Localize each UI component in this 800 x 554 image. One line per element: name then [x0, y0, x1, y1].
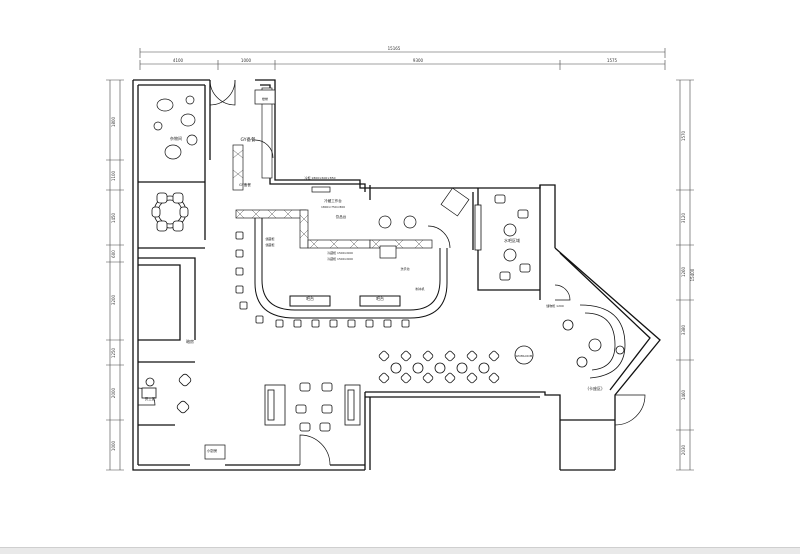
- dim-right-6: 2030: [681, 444, 686, 455]
- bar-appliances: [311, 186, 470, 259]
- dim-left-1: 1800: [111, 116, 116, 127]
- doors: [137, 79, 646, 466]
- dim-left-6: 1250: [111, 347, 116, 358]
- label-kitchen-small: 小厨房: [207, 448, 218, 453]
- dim-left-5: 3200: [111, 294, 116, 305]
- dim-right-total: 15400: [690, 268, 695, 281]
- storage-items: [153, 95, 198, 160]
- dim-left-2: 1100: [111, 170, 116, 181]
- dim-right-2: 3120: [681, 212, 686, 223]
- dim-left-7: 2000: [111, 387, 116, 398]
- logo-boxes: [204, 89, 276, 460]
- dim-left-8: 1000: [111, 440, 116, 451]
- label-bar-counter: 吧台: [306, 295, 314, 301]
- label-drinks-area: 水吧区域: [504, 237, 520, 243]
- dim-left-4: 600: [111, 250, 116, 258]
- dim-top-2: 1000: [241, 58, 252, 63]
- dimension-texts: 15165 4100 1000 9300 1575 1800 1100 1450…: [111, 46, 695, 455]
- dim-right-5: 1460: [681, 389, 686, 400]
- bottom-strip: [0, 547, 800, 554]
- label-storage: 杂物间: [170, 135, 182, 141]
- staff-tables: [141, 373, 192, 414]
- note-ice: 制冰机: [415, 286, 424, 291]
- logo-circle-center: WOMLOOM: [514, 345, 534, 365]
- dining-tables: [378, 350, 500, 384]
- dim-left-3: 1450: [111, 212, 116, 223]
- note-cabinet-a: 储藏柜: [265, 236, 274, 241]
- note-cabinet-b: 储藏柜: [265, 242, 274, 247]
- equipment-labels: 冷柜 1800×600×850 冷藏工作台 1800×750×800 冷藏柜 1…: [265, 175, 563, 308]
- note-sink: 洗手池: [400, 266, 409, 271]
- label-stair: 楼梯: [262, 96, 268, 101]
- label-drinks-prep: 饮品台: [336, 214, 347, 219]
- room-labels: 杂物间 GY备餐 GY备餐 饮品台 水吧区域 吧台 吧台 暗房 员工区 小厨房 …: [145, 96, 603, 453]
- booth-area: [474, 194, 626, 379]
- bar-counter: [254, 218, 448, 319]
- label-bar-counter-2: 吧台: [376, 295, 384, 301]
- dim-top-3: 9300: [413, 58, 424, 63]
- walls: [132, 79, 661, 471]
- dim-right-3: 1260: [681, 266, 686, 277]
- note-counter-2: 冷藏柜 1500×600: [327, 256, 353, 261]
- label-gy-back: GY备餐: [240, 136, 256, 143]
- cabinet-hatching: [232, 149, 424, 249]
- dim-top-1: 4100: [173, 58, 184, 63]
- lounge-tables: [264, 382, 361, 432]
- bar-stools: [235, 231, 410, 328]
- note-top: 冷柜 1800×600×850: [304, 175, 335, 180]
- hatched-cabinets: [232, 87, 433, 249]
- dim-right-1: 1570: [681, 130, 686, 141]
- label-staff-area: 员工区: [145, 397, 156, 401]
- label-gy-back-small: GY备餐: [239, 182, 251, 187]
- note-shelf-2: 1800×750×800: [321, 205, 345, 209]
- dim-right-4: 3380: [681, 324, 686, 335]
- dim-top-total: 15165: [388, 46, 401, 51]
- note-shelf-1: 冷藏工作台: [324, 198, 342, 203]
- logo-text-center: WOMLOOM: [516, 354, 533, 358]
- label-booth: (卡座区): [587, 385, 603, 391]
- round-table-left: [151, 192, 189, 232]
- note-storage: 储物柜 1200: [546, 303, 564, 308]
- dim-top-4: 1575: [607, 58, 618, 63]
- label-dark-room: 暗房: [186, 338, 194, 344]
- dimension-lines: [106, 48, 694, 471]
- note-counter-1: 冷藏柜 1500×600: [327, 250, 353, 255]
